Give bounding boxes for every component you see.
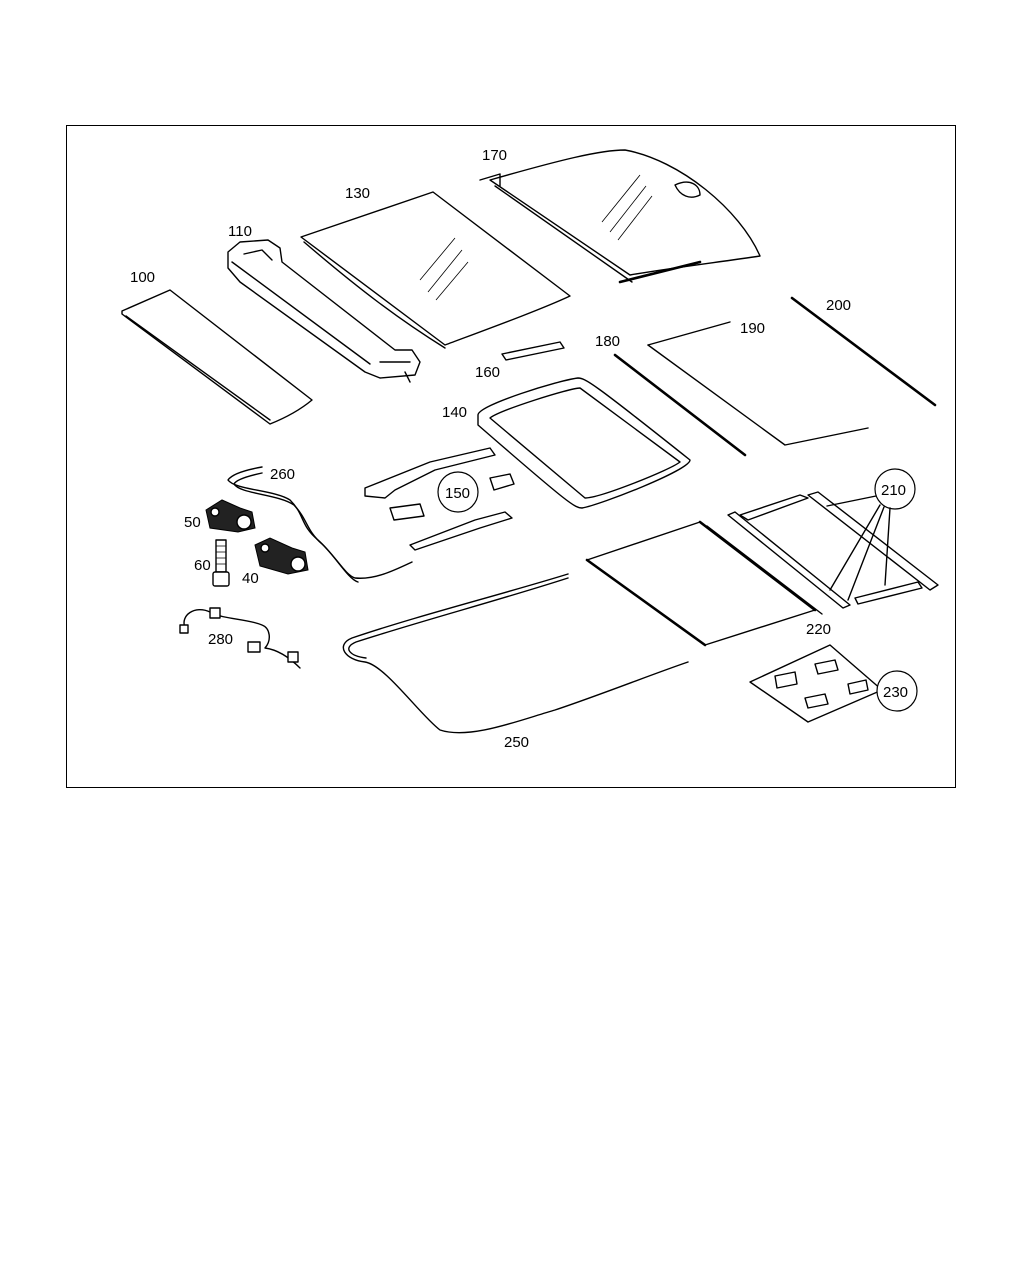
part-100-glass-panel [121,289,313,425]
part-250-seal [342,573,689,734]
label-50: 50 [184,514,201,531]
diagram-frame [66,125,956,788]
label-40: 40 [242,570,259,587]
label-190: 190 [740,320,765,337]
part-220-sunshade [585,520,823,647]
leader-210-d [847,506,885,601]
label-130: 130 [345,185,370,202]
part-160-bar [501,341,565,361]
part-190-seal [647,321,869,446]
label-180: 180 [595,333,620,350]
part-200-seal-strip [790,296,937,407]
part-60-bolt [212,539,230,587]
label-250: 250 [504,734,529,751]
label-260: 260 [270,466,295,483]
label-220: 220 [806,621,831,638]
label-200: 200 [826,297,851,314]
label-160: 160 [475,364,500,381]
label-230: 230 [883,684,908,701]
label-210: 210 [881,482,906,499]
label-150: 150 [445,485,470,502]
part-230-clips [749,644,883,723]
callout-circle-230 [876,670,918,712]
part-170-glass-panel [479,149,761,284]
part-180-strip [613,353,747,457]
part-130-glass-panel [300,191,571,349]
part-50-motor [205,499,256,533]
part-210-rails [727,491,939,609]
leader-210-b [829,504,881,591]
callout-circle-150 [437,471,479,513]
part-40-motor [254,537,309,575]
label-170: 170 [482,147,507,164]
label-60: 60 [194,557,211,574]
part-140-frame [477,377,691,509]
part-280-harness [179,607,301,669]
leader-210-a [826,495,877,507]
label-110: 110 [228,223,252,240]
part-110-frame-assembly [227,239,421,383]
part-150-guides [364,447,515,551]
part-260-cable [227,466,413,583]
callout-circle-210 [874,468,916,510]
leader-210-c [884,507,891,586]
label-140: 140 [442,404,467,421]
label-280: 280 [208,631,233,648]
label-100: 100 [130,269,155,286]
